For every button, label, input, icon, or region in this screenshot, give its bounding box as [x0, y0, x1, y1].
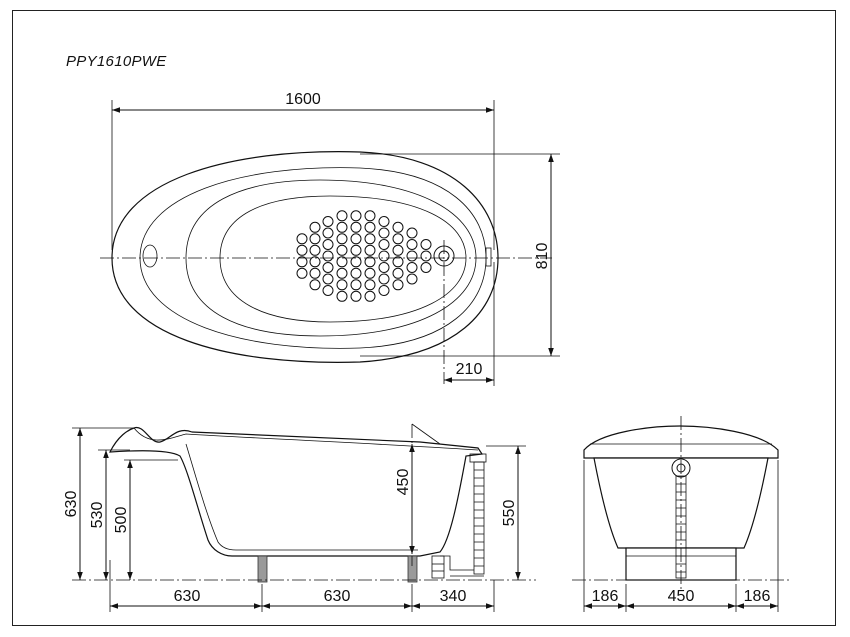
anti-slip-dot: [406, 262, 418, 273]
anti-slip-dot: [420, 239, 432, 250]
dim-drain-span-label: 340: [440, 588, 467, 605]
anti-slip-dot: [392, 221, 404, 233]
anti-slip-dot: [350, 267, 362, 279]
side-view-leader: [411, 423, 441, 445]
anti-slip-dot: [322, 262, 334, 273]
side-view-drain-assembly: [431, 453, 487, 579]
anti-slip-dot: [364, 210, 376, 222]
anti-slip-dot: [406, 250, 418, 262]
side-view-tub-body: [108, 426, 484, 557]
anti-slip-dot: [364, 279, 376, 291]
dim-leg-span-1-label: 630: [174, 588, 201, 605]
anti-slip-dot: [336, 267, 348, 279]
model-number: PPY1610PWE: [66, 53, 167, 70]
anti-slip-dot: [364, 256, 376, 268]
anti-slip-dot: [322, 216, 334, 227]
anti-slip-dot: [350, 221, 362, 233]
anti-slip-dot: [420, 262, 432, 273]
anti-slip-dot: [309, 256, 321, 268]
anti-slip-dot: [322, 273, 334, 285]
anti-slip-dot: [392, 256, 404, 268]
side-view-inner-line: [185, 443, 418, 551]
anti-slip-dot: [336, 290, 348, 302]
anti-slip-dot: [309, 267, 321, 279]
anti-slip-dot: [336, 221, 348, 233]
anti-slip-dot: [364, 267, 376, 279]
side-view-leg-1: [257, 555, 268, 583]
anti-slip-dot: [336, 279, 348, 291]
anti-slip-dot: [364, 244, 376, 256]
side-view: 630 530 500 450 550 630 630 340: [63, 423, 536, 612]
top-view: 1600 810 210: [100, 91, 560, 386]
anti-slip-dot: [420, 250, 432, 262]
anti-slip-dots: [296, 210, 432, 302]
anti-slip-dot: [378, 250, 390, 262]
end-view: 186 450 186: [572, 416, 790, 612]
anti-slip-dot: [309, 233, 321, 245]
dim-end-center-label: 450: [668, 588, 695, 605]
top-view-headrest: [142, 244, 158, 268]
anti-slip-dot: [378, 239, 390, 250]
dim-drain-height-label: 550: [501, 500, 518, 527]
anti-slip-dot: [322, 227, 334, 239]
anti-slip-dot: [392, 267, 404, 279]
side-view-rim-line: [133, 427, 479, 451]
anti-slip-dot: [378, 262, 390, 273]
anti-slip-dot: [406, 227, 418, 239]
anti-slip-dot: [336, 233, 348, 245]
anti-slip-dot: [322, 285, 334, 296]
anti-slip-dot: [350, 233, 362, 245]
anti-slip-dot: [364, 221, 376, 233]
anti-slip-dot: [378, 273, 390, 285]
anti-slip-dot: [336, 256, 348, 268]
anti-slip-dot: [406, 273, 418, 285]
anti-slip-dot: [392, 244, 404, 256]
anti-slip-dot: [378, 285, 390, 296]
anti-slip-dot: [336, 244, 348, 256]
drawing-frame: [12, 10, 836, 626]
anti-slip-dot: [309, 279, 321, 291]
anti-slip-dot: [378, 216, 390, 227]
anti-slip-dot: [350, 290, 362, 302]
end-view-basin: [593, 457, 769, 549]
anti-slip-dot: [296, 267, 308, 279]
dim-leg-span-2-label: 630: [324, 588, 351, 605]
anti-slip-dot: [392, 233, 404, 245]
anti-slip-dot: [350, 279, 362, 291]
anti-slip-dot: [322, 250, 334, 262]
dim-drain-offset-label: 210: [456, 361, 483, 378]
dim-length-label: 1600: [285, 91, 321, 108]
side-view-leg-2: [407, 555, 418, 583]
top-view-overflow: [485, 247, 492, 267]
anti-slip-dot: [364, 290, 376, 302]
dim-total-height-label: 630: [63, 491, 80, 518]
anti-slip-dot: [336, 210, 348, 222]
anti-slip-dot: [378, 227, 390, 239]
anti-slip-dot: [364, 233, 376, 245]
anti-slip-dot: [406, 239, 418, 250]
anti-slip-dot: [296, 233, 308, 245]
dim-width-label: 810: [534, 243, 551, 270]
dim-depth-label: 450: [395, 469, 412, 496]
dim-rim-height-label: 530: [89, 502, 106, 529]
anti-slip-dot: [350, 210, 362, 222]
dim-end-left-label: 186: [592, 588, 619, 605]
anti-slip-dot: [309, 221, 321, 233]
anti-slip-dot: [392, 279, 404, 291]
anti-slip-dot: [350, 256, 362, 268]
anti-slip-dot: [296, 256, 308, 268]
dim-end-right-label: 186: [744, 588, 771, 605]
anti-slip-dot: [309, 244, 321, 256]
anti-slip-dot: [350, 244, 362, 256]
dim-seat-height-label: 500: [113, 507, 130, 534]
anti-slip-dot: [322, 239, 334, 250]
anti-slip-dot: [296, 244, 308, 256]
